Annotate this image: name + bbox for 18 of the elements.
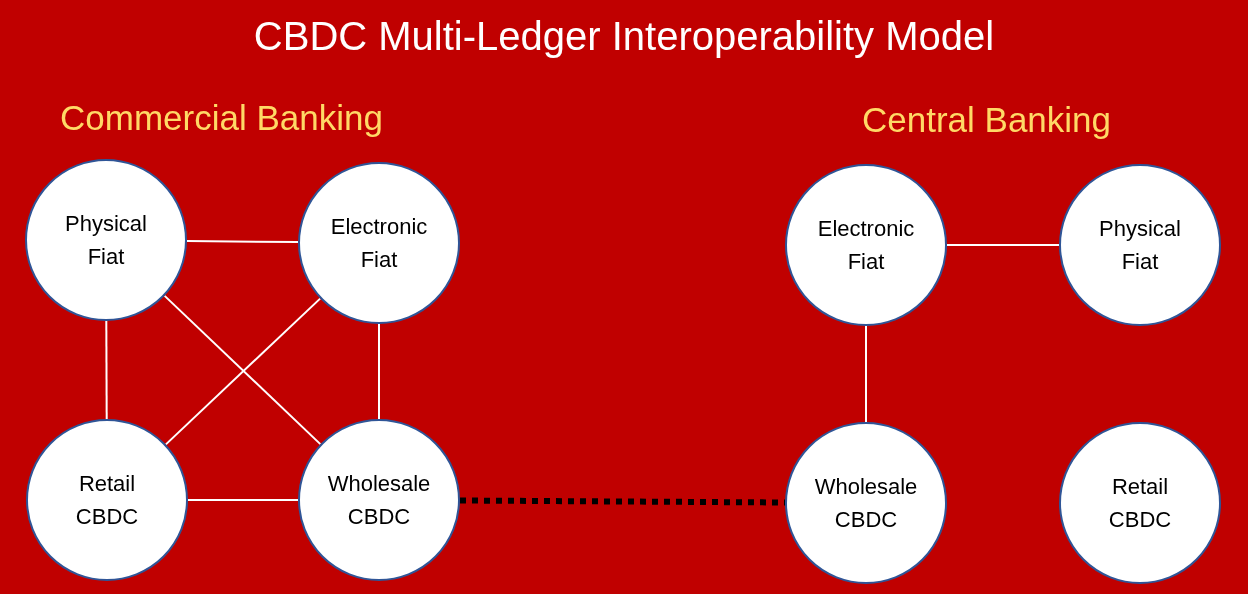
- connector-line: [865, 325, 867, 423]
- node-label: Electronic Fiat: [329, 213, 429, 274]
- node-label: Electronic Fiat: [816, 215, 916, 276]
- node-label: Retail CBDC: [1107, 473, 1173, 534]
- diagram-title: CBDC Multi-Ledger Interoperability Model: [252, 14, 996, 59]
- connector-line: [946, 244, 1060, 246]
- node-label: Wholesale CBDC: [813, 473, 919, 534]
- group-heading: Commercial Banking: [60, 98, 383, 138]
- node-label: Physical Fiat: [1098, 215, 1182, 276]
- connector-line: [105, 320, 108, 420]
- connector-line: [378, 323, 380, 420]
- group-heading: Central Banking: [862, 100, 1112, 140]
- node-label: Physical Fiat: [64, 210, 148, 271]
- node-label: Retail CBDC: [74, 470, 140, 531]
- connector-line: [187, 499, 299, 501]
- node-label: Wholesale CBDC: [326, 470, 432, 531]
- dotted-connector: [460, 497, 785, 506]
- connector-line: [186, 239, 299, 244]
